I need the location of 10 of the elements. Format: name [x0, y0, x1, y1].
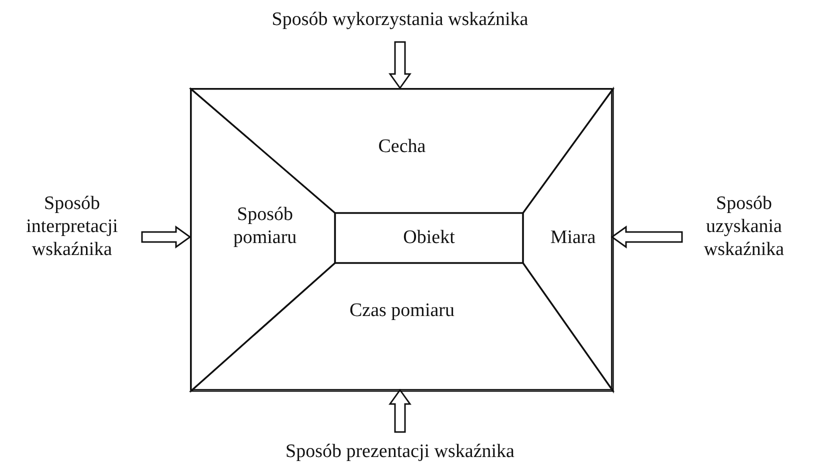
caption-text: Sposób wykorzystania wskaźnika — [250, 6, 550, 36]
right-trapezoid: Miara — [523, 89, 613, 391]
left-trapezoid: Sposób pomiaru — [191, 89, 335, 391]
caption-text: Sposób uzyskania wskaźnika — [692, 192, 796, 264]
center-box: Obiekt — [335, 213, 523, 263]
hollow-arrow — [388, 41, 412, 90]
caption-text: Sposób interpretacji wskaźnika — [8, 192, 136, 264]
caption-text: Sposób prezentacji wskaźnika — [250, 438, 550, 468]
hollow-arrow — [141, 226, 192, 248]
bottom-trapezoid: Czas pomiaru — [191, 263, 613, 391]
